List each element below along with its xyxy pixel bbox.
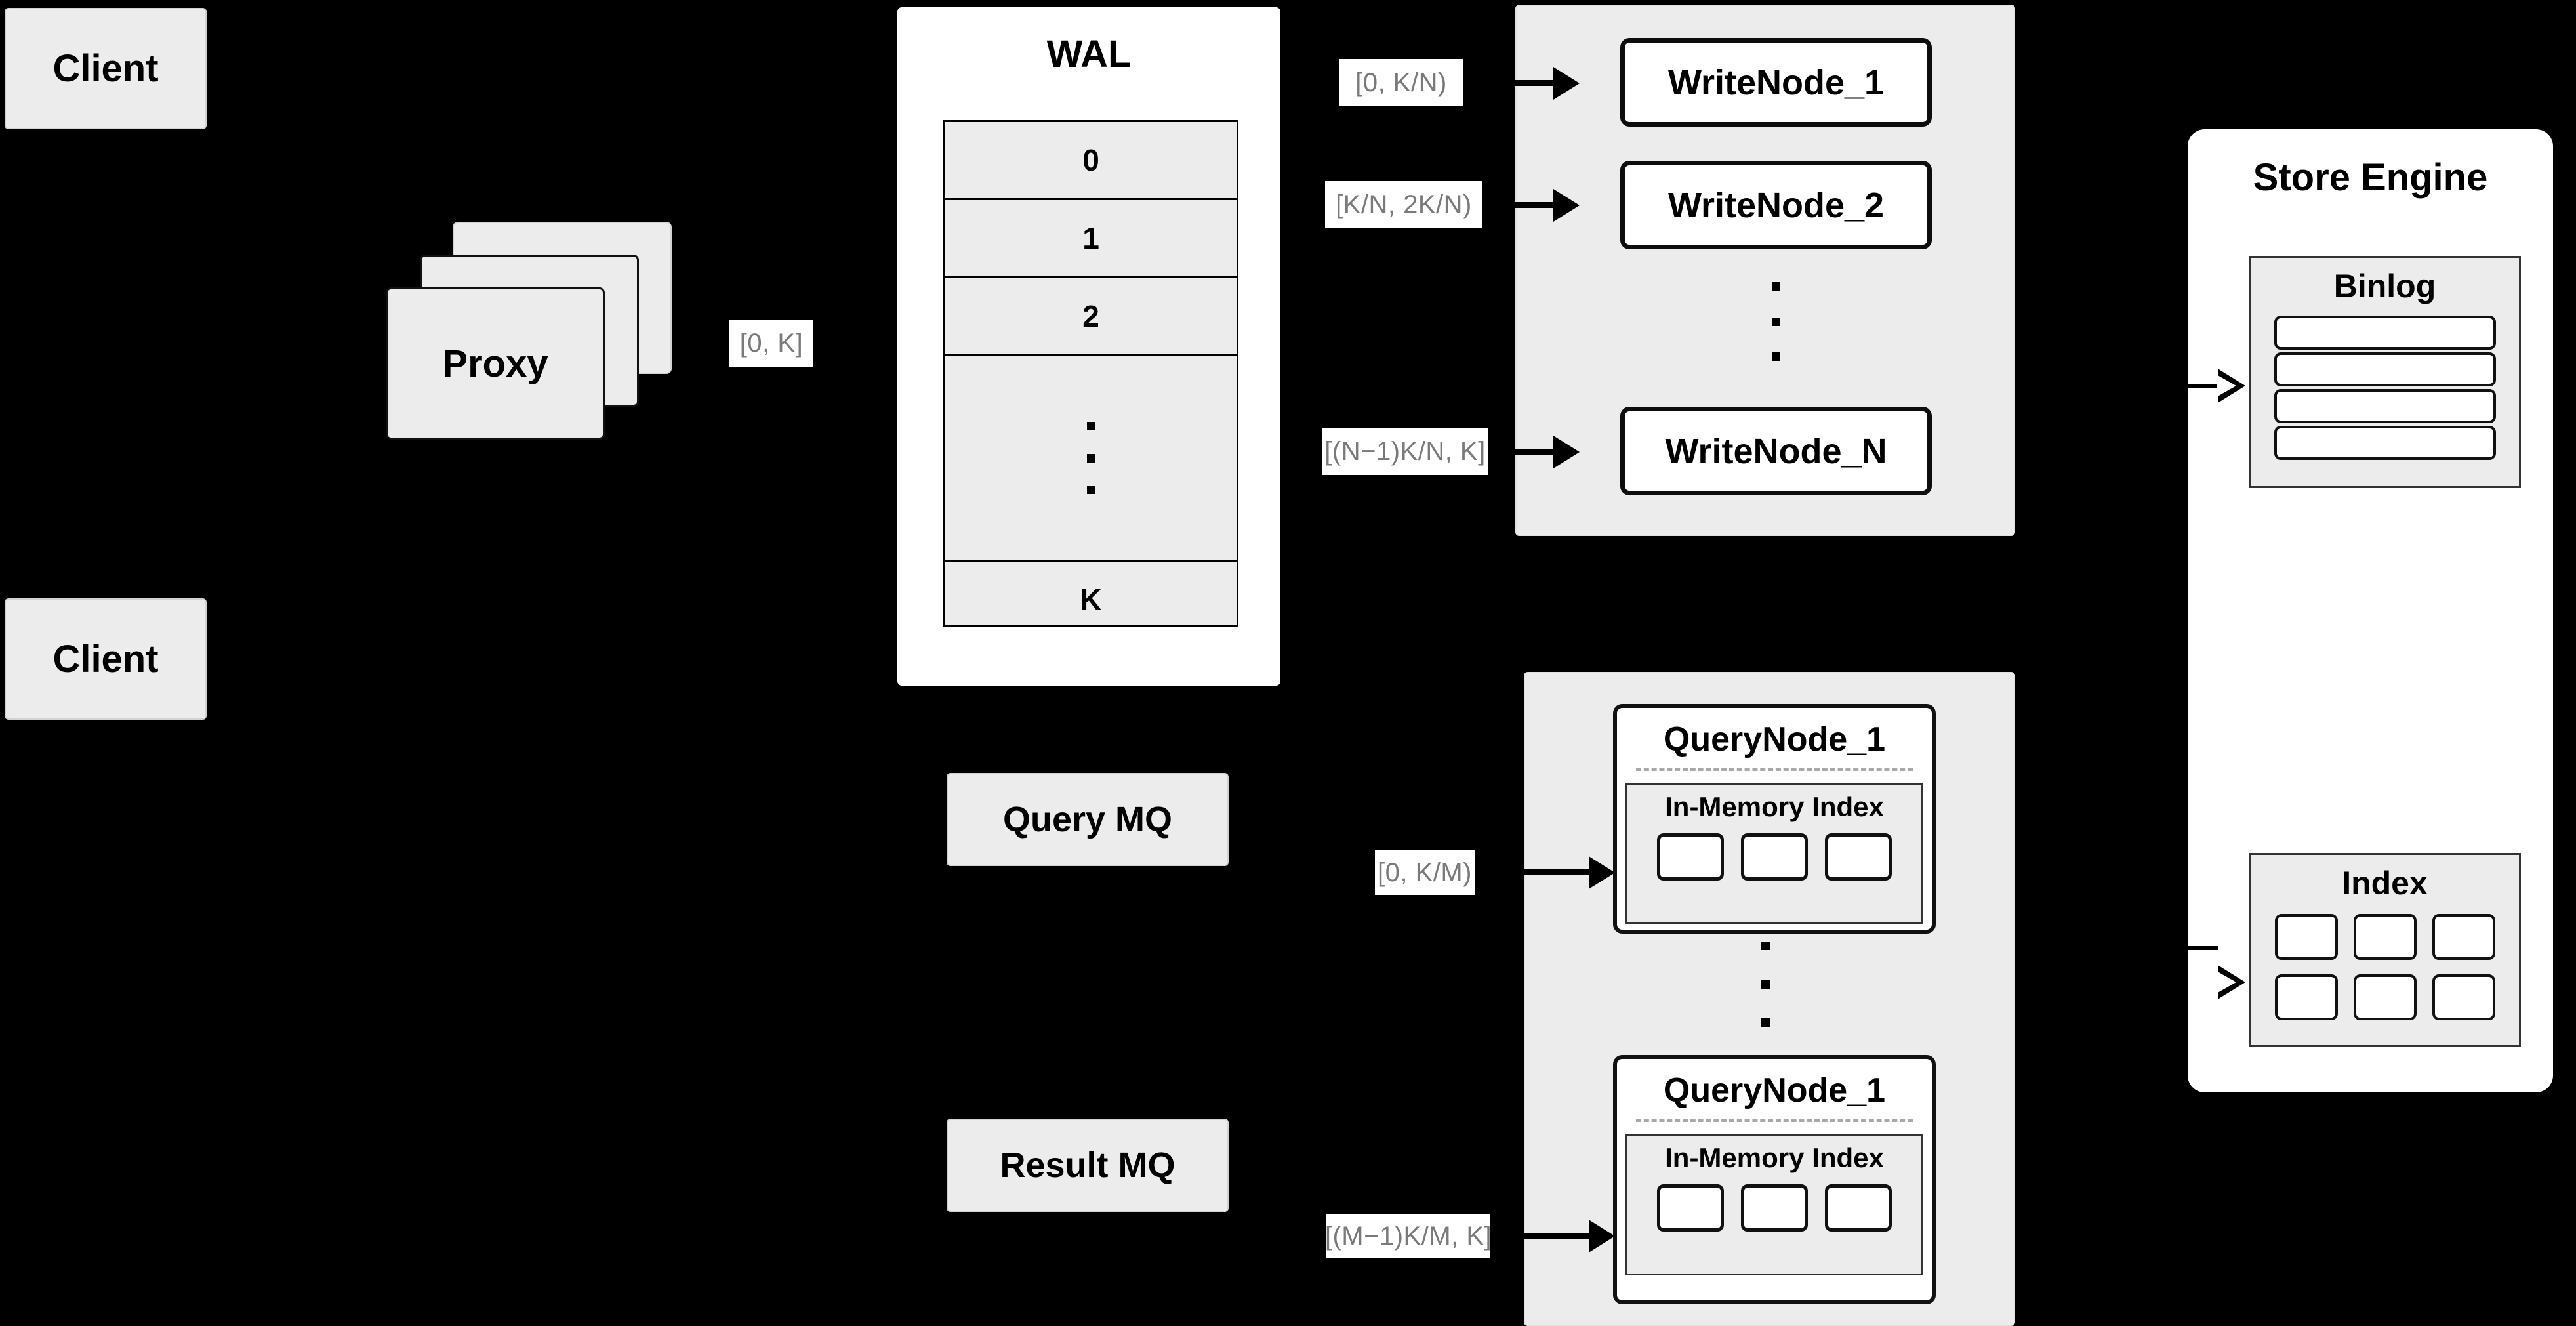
index-title: Index (2342, 865, 2428, 901)
edge-label-text: [(M−1)K/M, K] (1324, 1221, 1492, 1251)
index-cell[interactable] (1741, 833, 1808, 881)
in-memory-index-1-title: In-Memory Index (1665, 791, 1884, 822)
wal-table: 0 1 2 K (943, 120, 1238, 627)
binlog-row[interactable] (2274, 389, 2496, 423)
wal-row-k[interactable]: K (945, 562, 1237, 638)
in-memory-index-1-cells (1657, 833, 1892, 881)
in-memory-index-m: In-Memory Index (1625, 1134, 1923, 1275)
index-cell[interactable] (2432, 914, 2495, 960)
wal-title: WAL (1046, 33, 1132, 75)
query-node-1[interactable]: QueryNode_1 In-Memory Index (1613, 704, 1936, 934)
wal-row-1[interactable]: 1 (945, 200, 1237, 278)
query-node-m[interactable]: QueryNode_1 In-Memory Index (1613, 1055, 1936, 1304)
index-box: Index (2249, 853, 2521, 1047)
arrow-head-binlog-hollow-icon (2217, 369, 2245, 403)
index-grid-row (2274, 914, 2495, 960)
arrow-line-writenode-1 (1469, 80, 1555, 86)
index-cell[interactable] (1657, 833, 1724, 881)
arrow-line-writenode-2 (1484, 202, 1555, 208)
index-grid (2274, 914, 2495, 1020)
index-cell[interactable] (2274, 914, 2338, 960)
edge-label-wal-to-writenode-2: [K/N, 2K/N) (1325, 181, 1482, 228)
write-node-2-label: WriteNode_2 (1667, 185, 1885, 225)
arrow-line-querynode-m (1490, 1233, 1590, 1239)
write-node-1[interactable]: WriteNode_1 (1620, 38, 1932, 127)
arrow-line-writenode-n (1488, 449, 1555, 455)
arrow-head-index-hollow-icon (2217, 965, 2245, 999)
wal-row-2[interactable]: 2 (945, 278, 1237, 356)
edge-label-text: [(N−1)K/N, K] (1324, 436, 1486, 466)
arrow-line-index (2181, 946, 2218, 950)
wal-row-value: K (1080, 583, 1102, 617)
wal-row-value: 0 (1082, 143, 1099, 177)
query-node-m-title: QueryNode_1 (1663, 1071, 1886, 1109)
edge-label-wal-to-writenode-n: [(N−1)K/N, K] (1322, 428, 1488, 475)
client-box-2[interactable]: Client (5, 598, 207, 720)
wal-row-value: 1 (1082, 221, 1099, 255)
in-memory-index-m-title: In-Memory Index (1665, 1142, 1884, 1173)
write-node-vertical-dots-icon (1771, 282, 1780, 361)
arrow-head-querynode-1 (1589, 856, 1615, 889)
arrow-line-binlog (2181, 384, 2218, 388)
index-cell[interactable] (1825, 833, 1892, 881)
client-box-1[interactable]: Client (5, 8, 207, 129)
arrow-head-querynode-m (1589, 1220, 1615, 1253)
store-engine-title: Store Engine (2253, 156, 2488, 199)
edge-label-mq-to-querynode-m: [(M−1)K/M, K] (1324, 1214, 1492, 1258)
wal-panel: WAL 0 1 2 K (895, 5, 1282, 688)
arrow-line-querynode-1 (1490, 869, 1590, 875)
in-memory-index-1: In-Memory Index (1625, 783, 1923, 924)
index-grid-row (2274, 974, 2495, 1020)
client-label-2: Client (52, 638, 159, 680)
write-node-n[interactable]: WriteNode_N (1620, 407, 1932, 495)
write-node-2[interactable]: WriteNode_2 (1620, 161, 1932, 249)
query-mq-label: Query MQ (1002, 800, 1173, 839)
arrow-head-writenode-2 (1553, 189, 1580, 222)
query-node-m-divider (1635, 1119, 1913, 1122)
write-node-n-label: WriteNode_N (1665, 431, 1887, 471)
edge-label-text: [0, K/M) (1377, 858, 1473, 887)
query-node-1-title: QueryNode_1 (1663, 720, 1886, 758)
proxy-card-front[interactable]: Proxy (386, 287, 605, 440)
edge-label-proxy-to-wal: [0, K] (729, 320, 813, 367)
binlog-row[interactable] (2274, 352, 2496, 386)
arrow-head-writenode-1 (1553, 67, 1580, 100)
edge-label-text: [K/N, 2K/N) (1336, 190, 1472, 219)
binlog-box: Binlog (2249, 256, 2521, 488)
result-mq-box[interactable]: Result MQ (947, 1119, 1229, 1212)
edge-label-text: [0, K/N) (1355, 68, 1447, 97)
edge-label-text: [0, K] (739, 328, 804, 358)
wal-row-ellipsis (945, 356, 1237, 562)
query-mq-box[interactable]: Query MQ (947, 773, 1229, 866)
index-cell[interactable] (2353, 974, 2417, 1020)
vertical-dots-icon (1086, 422, 1095, 494)
index-cell[interactable] (2432, 974, 2495, 1020)
query-node-vertical-dots-icon (1761, 942, 1770, 1027)
edge-label-mq-to-querynode-1: [0, K/M) (1375, 850, 1475, 895)
query-node-1-divider (1635, 768, 1913, 771)
binlog-rows (2274, 316, 2496, 460)
binlog-row[interactable] (2274, 426, 2496, 460)
index-cell[interactable] (2274, 974, 2338, 1020)
arrow-head-writenode-n (1553, 436, 1580, 468)
wal-row-0[interactable]: 0 (945, 122, 1237, 200)
index-cell[interactable] (2353, 914, 2417, 960)
binlog-title: Binlog (2333, 268, 2436, 304)
in-memory-index-m-cells (1657, 1184, 1892, 1232)
result-mq-label: Result MQ (1000, 1146, 1176, 1185)
wal-row-value: 2 (1082, 299, 1099, 333)
write-node-1-label: WriteNode_1 (1667, 62, 1885, 102)
index-cell[interactable] (1657, 1184, 1724, 1232)
edge-label-wal-to-writenode-1: [0, K/N) (1339, 59, 1463, 106)
client-label-1: Client (52, 47, 159, 90)
index-cell[interactable] (1825, 1184, 1892, 1232)
proxy-label: Proxy (442, 342, 548, 385)
index-cell[interactable] (1741, 1184, 1808, 1232)
binlog-row[interactable] (2274, 316, 2496, 350)
